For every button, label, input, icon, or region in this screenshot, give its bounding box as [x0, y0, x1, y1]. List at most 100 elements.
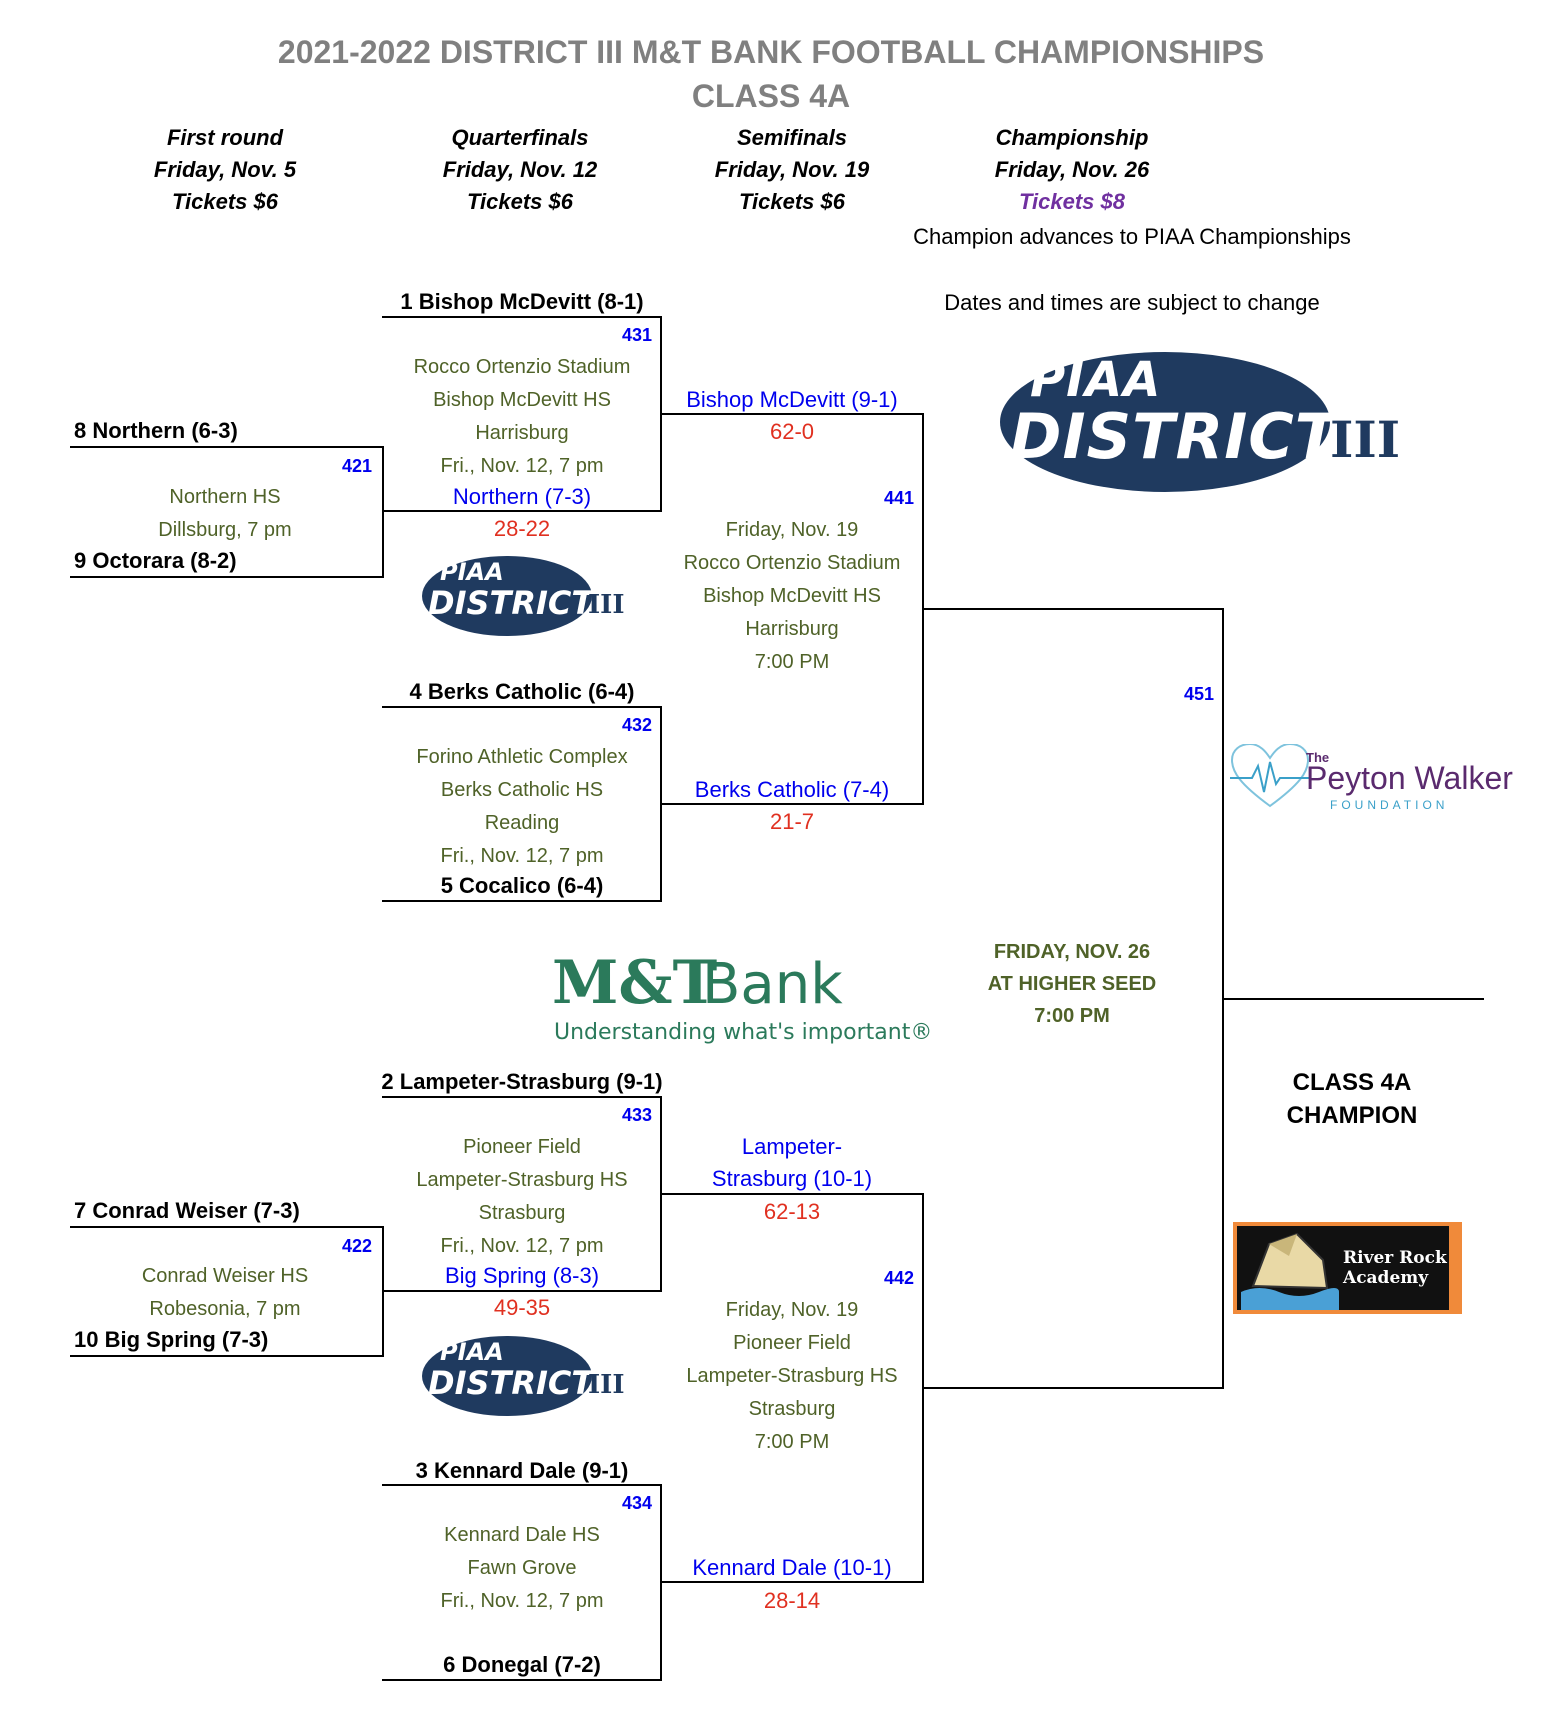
advancer-421: Northern (7-3)	[452, 484, 592, 509]
venue-line: Pioneer Field	[463, 1136, 581, 1158]
game-number-421: 421	[342, 456, 373, 476]
team-seed-10: 10 Big Spring (7-3)	[74, 1327, 269, 1352]
round-header-championship: Championship Friday, Nov. 26 Tickets $8	[972, 122, 1172, 218]
page-title: 2021-2022 DISTRICT III M&T BANK FOOTBALL…	[277, 34, 1265, 70]
bracket-line	[382, 316, 662, 318]
peyton-walker-foundation: FOUNDATION	[1330, 798, 1449, 812]
bracket-line	[660, 1581, 924, 1583]
team-seed-6: 6 Donegal (7-2)	[443, 1652, 601, 1677]
peyton-walker-logo: The Peyton Walker FOUNDATION	[1230, 740, 1513, 820]
venue-line: Northern HS	[169, 486, 281, 508]
rock-icon	[1241, 1232, 1339, 1310]
venue-line: Reading	[484, 812, 560, 834]
river-rock-line: Academy	[1343, 1268, 1429, 1288]
venue-line: Harrisburg	[745, 618, 839, 640]
champion-label-line: CHAMPION	[1286, 1102, 1418, 1129]
round-tickets: Tickets $6	[171, 189, 278, 214]
venue-line: 7:00 PM	[754, 1431, 830, 1453]
score-421: 28-22	[493, 516, 551, 541]
game-number-442: 442	[884, 1268, 915, 1288]
river-rock-name: River Rock Academy	[1343, 1248, 1447, 1288]
round-name: First round	[166, 125, 284, 150]
game-number-451: 451	[1184, 684, 1215, 704]
team-seed-2: 2 Lampeter-Strasburg (9-1)	[381, 1069, 663, 1094]
bracket-line	[70, 576, 384, 578]
round-name: Semifinals	[736, 125, 848, 150]
score-422: 49-35	[493, 1295, 551, 1320]
logo-oval	[1000, 352, 1330, 492]
game-number-433: 433	[622, 1105, 653, 1125]
venue-line: Friday, Nov. 19	[725, 519, 859, 541]
team-seed-8: 8 Northern (6-3)	[74, 418, 238, 443]
game-number-434: 434	[622, 1493, 653, 1513]
bracket-line	[382, 900, 662, 902]
venue-line: Lampeter-Strasburg HS	[416, 1169, 628, 1191]
team-seed-7: 7 Conrad Weiser (7-3)	[74, 1198, 300, 1223]
advance-note: Champion advances to PIAA Championships	[913, 224, 1351, 249]
score-434: 28-14	[763, 1588, 821, 1613]
team-seed-1: 1 Bishop McDevitt (8-1)	[400, 289, 644, 314]
game-number-432: 432	[622, 715, 653, 735]
venue-line: Fawn Grove	[467, 1557, 577, 1579]
logo-word: III	[1330, 410, 1401, 469]
round-tickets: Tickets $8	[1018, 189, 1125, 214]
logo-word: PIAA	[440, 1338, 504, 1366]
round-date: Friday, Nov. 26	[994, 157, 1150, 182]
piaa-district-iii-logo: PIAA DISTRICT III	[1000, 352, 1420, 492]
team-seed-9: 9 Octorara (8-2)	[74, 548, 237, 573]
champion-line	[1222, 998, 1484, 1000]
river-rock-logo-panel: River Rock Academy	[1237, 1226, 1449, 1310]
venue-line: Robesonia, 7 pm	[149, 1298, 301, 1320]
round-header-first-round: First round Friday, Nov. 5 Tickets $6	[125, 122, 325, 218]
venue-line: 7:00 PM	[754, 651, 830, 673]
round-name: Quarterfinals	[451, 125, 589, 150]
round-header-quarterfinals: Quarterfinals Friday, Nov. 12 Tickets $6	[420, 122, 620, 218]
round-date: Friday, Nov. 5	[153, 157, 297, 182]
venue-line: Fri., Nov. 12, 7 pm	[440, 455, 604, 477]
championship-info: FRIDAY, NOV. 26 AT HIGHER SEED 7:00 PM	[932, 936, 1212, 1032]
mt-bank-name: M&T	[552, 948, 718, 1018]
championship-info-line: 7:00 PM	[1034, 1005, 1110, 1027]
venue-line: Forino Athletic Complex	[416, 746, 628, 768]
river-rock-line: River Rock	[1343, 1248, 1447, 1268]
venue-431: Rocco Ortenzio Stadium Bishop McDevitt H…	[382, 351, 662, 483]
venue-line: Kennard Dale HS	[444, 1524, 600, 1546]
venue-434: Kennard Dale HS Fawn Grove Fri., Nov. 12…	[382, 1519, 662, 1618]
venue-line: Bishop McDevitt HS	[703, 585, 881, 607]
bracket-line	[922, 1387, 1224, 1389]
score-432: 21-7	[769, 809, 815, 834]
bracket-line	[660, 413, 924, 415]
venue-line: Rocco Ortenzio Stadium	[413, 356, 631, 378]
bracket-line	[382, 1484, 662, 1486]
team-seed-3: 3 Kennard Dale (9-1)	[415, 1458, 629, 1483]
peyton-walker-name: Peyton Walker	[1306, 760, 1513, 796]
logo-word: DISTRICT	[428, 584, 594, 622]
logo-word: DISTRICT	[1010, 400, 1339, 473]
venue-441: Friday, Nov. 19 Rocco Ortenzio Stadium B…	[662, 514, 922, 679]
venue-line: Harrisburg	[475, 422, 569, 444]
winner-433-line1: Lampeter-	[741, 1134, 843, 1159]
venue-line: Fri., Nov. 12, 7 pm	[440, 1235, 604, 1257]
venue-line: Berks Catholic HS	[440, 779, 604, 801]
venue-433: Pioneer Field Lampeter-Strasburg HS Stra…	[382, 1131, 662, 1263]
bracket-line	[70, 1355, 384, 1357]
champion-label-line: CLASS 4A	[1292, 1069, 1412, 1096]
round-date: Friday, Nov. 19	[714, 157, 870, 182]
round-date: Friday, Nov. 12	[442, 157, 598, 182]
round-tickets: Tickets $6	[466, 189, 573, 214]
peyton-walker-the: The	[1306, 750, 1330, 765]
bracket-line	[70, 446, 384, 448]
heartbeat-icon	[1230, 744, 1310, 808]
venue-line: Lampeter-Strasburg HS	[686, 1365, 898, 1387]
page-subtitle: CLASS 4A	[691, 78, 851, 114]
venue-422: Conrad Weiser HS Robesonia, 7 pm	[125, 1260, 325, 1326]
advancer-422: Big Spring (8-3)	[444, 1263, 600, 1288]
winner-431: Bishop McDevitt (9-1)	[686, 387, 898, 412]
bracket-line	[382, 446, 384, 578]
logo-word: III	[588, 1370, 625, 1400]
championship-info-line: FRIDAY, NOV. 26	[993, 941, 1151, 963]
mt-bank-word: Bank	[702, 952, 843, 1017]
mt-bank-logo: M&T Bank Understanding what's important®	[552, 948, 932, 1048]
logo-word: PIAA	[1030, 352, 1162, 408]
winner-432: Berks Catholic (7-4)	[694, 777, 890, 802]
